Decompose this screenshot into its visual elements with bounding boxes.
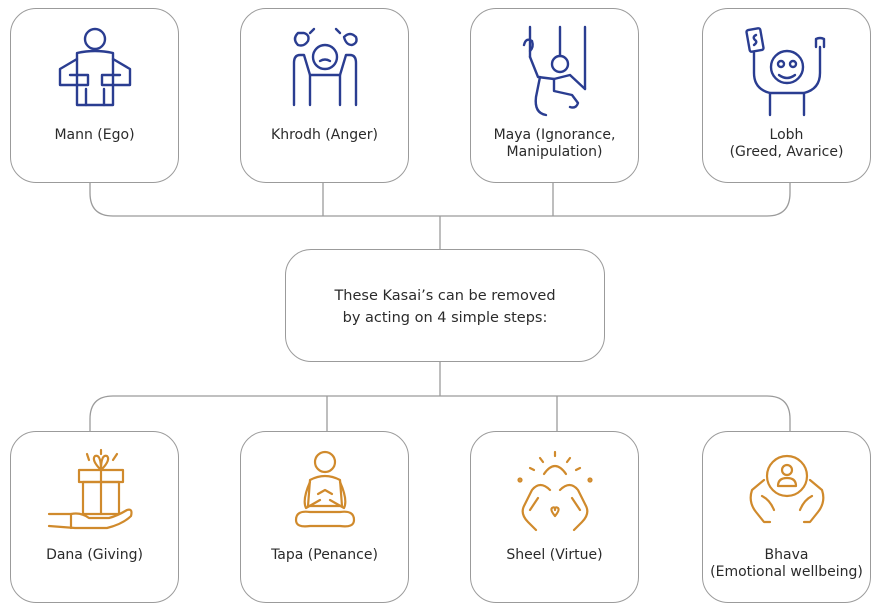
kasai-label: Maya (Ignorance, Manipulation) xyxy=(471,127,638,161)
kasai-card-lobh: Lobh (Greed, Avarice) xyxy=(702,8,871,183)
kasai-label: Mann (Ego) xyxy=(11,127,178,144)
step-label-line1: Tapa (Penance) xyxy=(271,547,378,563)
greedy-person-icon xyxy=(742,27,832,119)
center-message: These Kasai’s can be removed by acting o… xyxy=(286,285,604,329)
step-label: Dana (Giving) xyxy=(11,547,178,564)
praying-hands-icon xyxy=(510,450,600,540)
ego-person-icon xyxy=(50,27,140,111)
top-connector xyxy=(89,183,791,217)
puppet-icon xyxy=(510,25,600,121)
kasai-label: Lobh (Greed, Avarice) xyxy=(703,127,870,161)
step-label-line1: Bhava xyxy=(764,547,809,563)
kasai-label: Khrodh (Anger) xyxy=(241,127,408,144)
kasai-label-line2: Manipulation) xyxy=(506,144,603,160)
kasai-card-maya: Maya (Ignorance, Manipulation) xyxy=(470,8,639,183)
angry-person-icon xyxy=(280,27,370,111)
step-card-bhava: Bhava (Emotional wellbeing) xyxy=(702,431,871,603)
meditation-icon xyxy=(280,450,370,534)
step-card-sheel: Sheel (Virtue) xyxy=(470,431,639,603)
kasai-card-khrodh: Khrodh (Anger) xyxy=(240,8,409,183)
step-label-line1: Dana (Giving) xyxy=(46,547,143,563)
step-label-line2: (Emotional wellbeing) xyxy=(710,564,863,580)
step-label: Bhava (Emotional wellbeing) xyxy=(703,547,870,581)
center-message-box: These Kasai’s can be removed by acting o… xyxy=(285,249,605,362)
step-card-dana: Dana (Giving) xyxy=(10,431,179,603)
step-label-line1: Sheel (Virtue) xyxy=(506,547,603,563)
kasai-label-line2: (Greed, Avarice) xyxy=(729,144,844,160)
step-label: Sheel (Virtue) xyxy=(471,547,638,564)
kasai-card-mann: Mann (Ego) xyxy=(10,8,179,183)
step-label: Tapa (Penance) xyxy=(241,547,408,564)
center-message-line1: These Kasai’s can be removed xyxy=(334,288,556,304)
kasai-label-line1: Maya (Ignorance, xyxy=(493,127,616,143)
kasai-label-line1: Lobh xyxy=(769,127,804,143)
center-message-line2: by acting on 4 simple steps: xyxy=(342,310,548,326)
kasai-label-line1: Mann (Ego) xyxy=(54,127,135,143)
kasai-label-line1: Khrodh (Anger) xyxy=(271,127,378,143)
bottom-connector xyxy=(89,395,791,431)
step-card-tapa: Tapa (Penance) xyxy=(240,431,409,603)
caring-hands-icon xyxy=(742,450,832,530)
gift-hand-icon xyxy=(47,448,143,534)
